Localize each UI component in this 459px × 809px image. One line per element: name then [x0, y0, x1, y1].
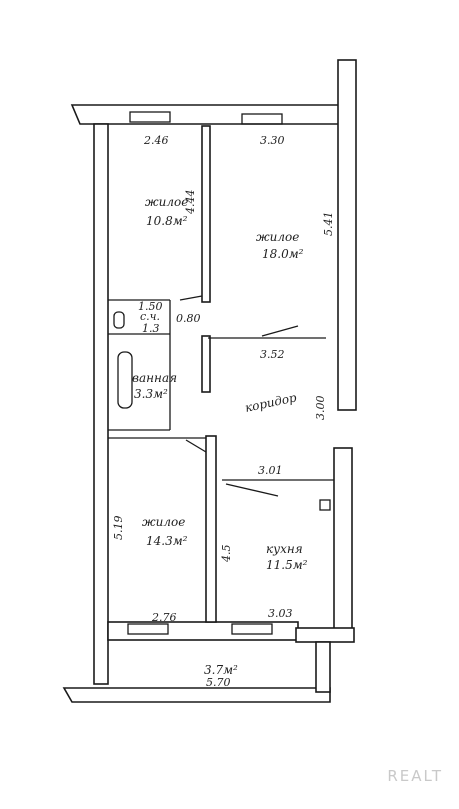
- dim-kitchen-width-top: 3.01: [258, 464, 283, 477]
- dim-top-right-depth: 5.41: [322, 212, 335, 237]
- room-name-living-bottom-left: жилое: [142, 515, 185, 529]
- room-name-bath: ванная: [132, 371, 177, 385]
- balcony-area: 3.7м²: [204, 663, 238, 677]
- dim-bottom-left-width: 2.76: [151, 611, 177, 624]
- room-area-kitchen: 11.5м²: [266, 558, 308, 572]
- dim-top-left-width: 2.46: [143, 134, 169, 147]
- room-name-kitchen: кухня: [266, 542, 303, 556]
- room-area-bath: 3.3м²: [134, 387, 168, 401]
- room-area-living-top-left: 10.8м²: [146, 214, 188, 228]
- wc-name: с.ч.: [140, 310, 160, 323]
- dim-top-right-width: 3.30: [260, 134, 285, 147]
- dim-top-left-depth: 4.44: [184, 190, 197, 216]
- dim-living-right-bottom: 3.52: [260, 348, 285, 361]
- room-area-living-bottom-left: 14.3м²: [146, 534, 188, 548]
- dim-kitchen-width-bottom: 3.03: [268, 607, 293, 620]
- wc-height: 1.50: [138, 300, 163, 313]
- dim-corridor-depth: 3.00: [314, 396, 327, 421]
- dim-door-gap: 0.80: [176, 312, 201, 325]
- wc-area: 1.3: [142, 322, 160, 335]
- dim-balcony-length: 5.70: [206, 676, 231, 689]
- dim-bottom-left-depth: 5.19: [112, 516, 125, 541]
- walls: [62, 59, 357, 703]
- room-name-living-top-right: жилое: [256, 230, 299, 244]
- room-name-living-top-left: жилое: [145, 195, 188, 209]
- watermark: REALT: [387, 767, 443, 785]
- room-name-corridor: коридор: [244, 390, 298, 415]
- dim-kitchen-depth: 4.5: [220, 545, 233, 564]
- room-area-living-top-right: 18.0м²: [262, 247, 304, 261]
